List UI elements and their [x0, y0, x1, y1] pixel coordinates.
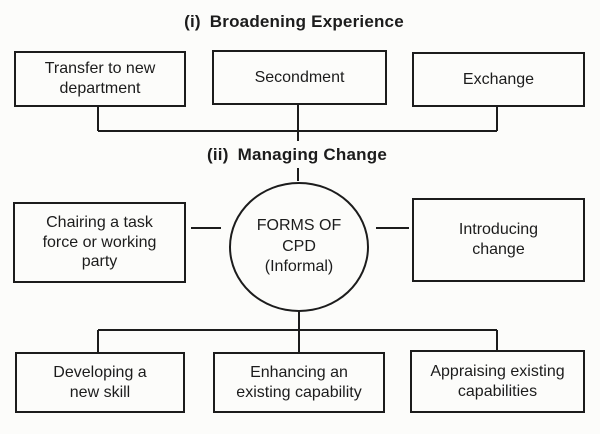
bottom-connector-line — [97, 311, 498, 352]
heading-broadening-numeral: (i) — [184, 12, 201, 31]
box-appraising-label: Appraising existing capabilities — [430, 362, 565, 400]
box-exchange: Exchange — [412, 52, 585, 107]
circle-forms-of-cpd-informal: FORMS OF CPD (Informal) — [229, 182, 369, 312]
heading-managing-label: Managing Change — [237, 145, 387, 164]
box-transfer-label: Transfer to new department — [44, 60, 156, 97]
heading-broadening-label: Broadening Experience — [209, 12, 404, 31]
box-chairing-task-force: Chairing a task force or working party — [13, 202, 186, 283]
box-developing-new-skill: Developing a new skill — [15, 352, 185, 413]
box-enhancing-existing-capability: Enhancing an existing capability — [213, 352, 385, 413]
heading-managing-numeral: (ii) — [207, 145, 229, 164]
box-chairing-label: Chairing a task force or working party — [42, 214, 157, 271]
box-introducing-label: Introducing change — [458, 221, 539, 258]
box-exchange-label: Exchange — [462, 70, 535, 88]
box-appraising-existing-capabilities: Appraising existing capabilities — [410, 350, 585, 413]
top-connector-line — [97, 104, 498, 141]
box-transfer-to-new-department: Transfer to new department — [14, 51, 186, 107]
box-enhancing-label: Enhancing an existing capability — [236, 363, 362, 401]
box-developing-label: Developing a new skill — [53, 363, 147, 401]
box-secondment: Secondment — [212, 50, 387, 105]
heading-managing-change: (ii) Managing Change — [0, 145, 594, 165]
heading-broadening-experience: (i) Broadening Experience — [0, 12, 588, 32]
box-introducing-change: Introducing change — [412, 198, 585, 282]
box-secondment-label: Secondment — [254, 68, 345, 86]
circle-cpd-label: FORMS OF CPD (Informal) — [256, 217, 342, 276]
